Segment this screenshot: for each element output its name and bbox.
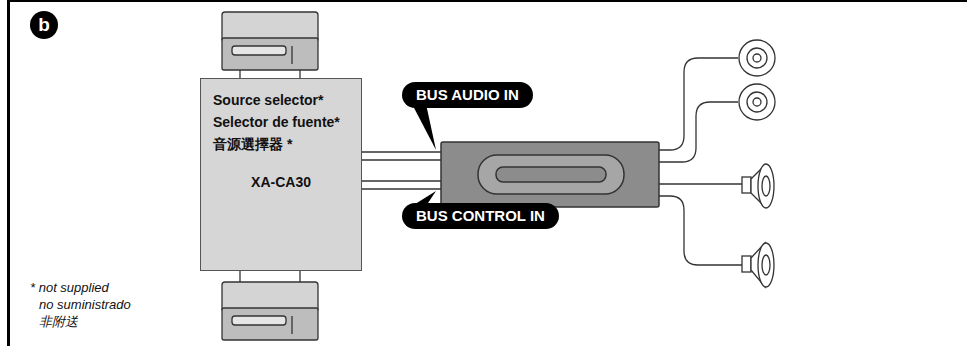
box-text: Source selector*	[213, 89, 324, 111]
box-text: 音源選擇器 *	[213, 133, 292, 155]
frame-top	[7, 0, 967, 2]
footnote: no suministrado	[39, 296, 131, 313]
woofer	[742, 164, 774, 287]
footnote: 非附送	[39, 313, 78, 330]
box-text: XA-CA30	[201, 171, 361, 193]
connector-label: BUS AUDIO IN	[402, 82, 533, 108]
amplifier	[441, 142, 659, 207]
footnote: * not supplied	[30, 279, 109, 296]
tweeter	[739, 40, 775, 120]
speaker-wire	[659, 58, 742, 265]
bus-cable	[351, 152, 441, 189]
cd-changer	[222, 12, 318, 70]
callout-letter: b	[30, 11, 58, 39]
selector-box: Source selector*Selector de fuente*音源選擇器…	[200, 78, 362, 271]
frame-left	[7, 0, 10, 346]
box-text: Selector de fuente*	[213, 111, 340, 133]
cd-changer	[222, 282, 318, 340]
callout-tail	[412, 104, 436, 150]
connector-label: BUS CONTROL IN	[402, 203, 559, 229]
